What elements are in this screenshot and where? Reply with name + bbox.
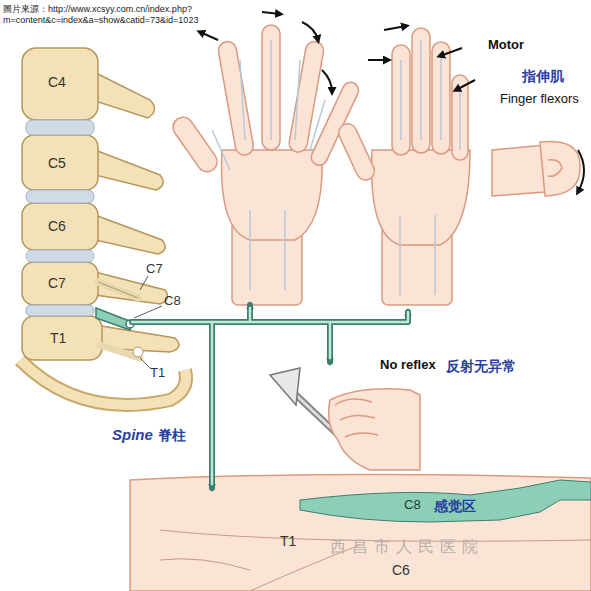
muscle-label: Finger flexors xyxy=(500,92,579,107)
root-label: C8 xyxy=(164,294,181,309)
vertebra-label: C4 xyxy=(48,74,66,90)
reflex-label: 反射无异常 xyxy=(446,358,516,374)
root-label: T1 xyxy=(150,366,165,381)
watermark: 西昌市人民医院 xyxy=(330,538,484,556)
reflex-label: No reflex xyxy=(380,358,436,373)
motor-label: Motor xyxy=(488,38,524,53)
source-note: m=content&c=index&a=show&catid=73&id=102… xyxy=(2,15,199,25)
source-note: 圖片來源：http://www.xcsyy.com.cn/index.php? xyxy=(2,4,193,14)
dermatome-label: 感觉区 xyxy=(434,498,476,514)
spine-label: 脊柱 xyxy=(158,427,186,443)
vertebra-label: C5 xyxy=(48,155,66,171)
dermatome-label: C8 xyxy=(404,498,421,513)
dermatome-label: T1 xyxy=(280,533,296,549)
vertebra-label: C6 xyxy=(48,218,66,234)
vertebra-label: T1 xyxy=(50,330,66,346)
muscle-label: 指伸肌 xyxy=(522,68,564,84)
root-label: C7 xyxy=(146,262,163,277)
spine-label: Spine xyxy=(112,426,153,443)
vertebra-label: C7 xyxy=(48,275,66,291)
dermatome-label: C6 xyxy=(392,562,410,578)
